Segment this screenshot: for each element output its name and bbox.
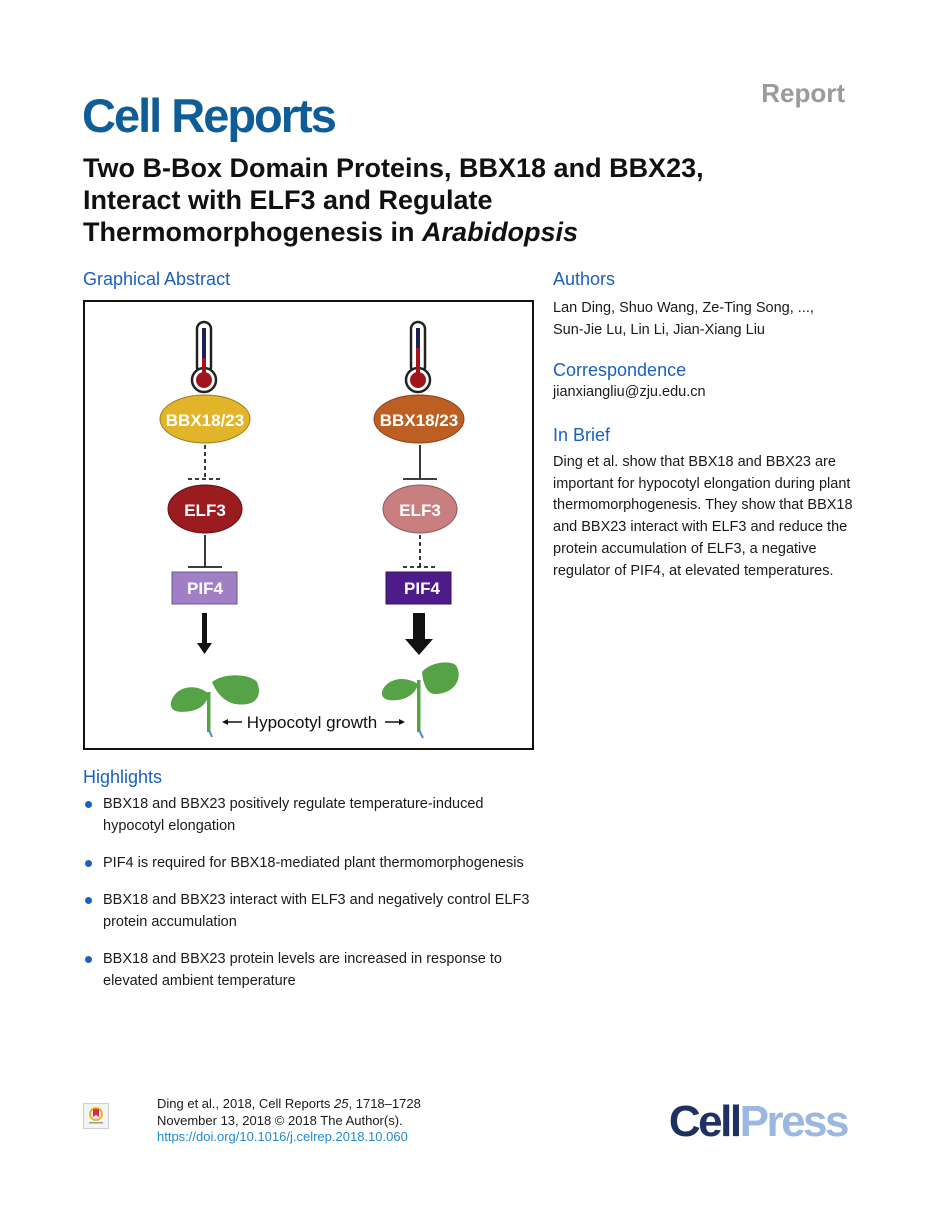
bbx-node-right <box>373 394 465 444</box>
doi-link[interactable]: https://doi.org/10.1016/j.celrep.2018.10… <box>157 1129 408 1144</box>
citation-journal: Ding et al., 2018, Cell Reports <box>157 1096 335 1111</box>
citation-volume: 25 <box>334 1096 349 1111</box>
seedling-icon-short <box>170 675 259 738</box>
correspondence-email[interactable]: jianxiangliu@zju.edu.cn <box>553 384 706 400</box>
highlight-text: BBX18 and BBX23 interact with ELF3 and n… <box>103 892 530 930</box>
authors-heading: Authors <box>553 269 616 289</box>
in-brief-heading: In Brief <box>553 425 611 445</box>
pif4-node-right <box>385 571 452 605</box>
citation-pages: , 1718–1728 <box>348 1096 421 1111</box>
highlights-list: BBX18 and BBX23 positively regulate temp… <box>83 793 543 1007</box>
left-pathway: BBX18/23 ELF3 PIF4 <box>159 320 259 738</box>
thick-arrow-icon <box>405 613 433 655</box>
article-type-label: Report <box>761 78 845 108</box>
in-brief-text: Ding et al. show that BBX18 and BBX23 ar… <box>553 454 853 579</box>
graphical-abstract-heading: Graphical Abstract <box>83 269 231 289</box>
highlights-heading: Highlights <box>83 767 163 787</box>
author-line-2[interactable]: Sun-Jie Lu, Lin Li, Jian-Xiang Liu <box>553 322 765 338</box>
article-title: Two B-Box Domain Proteins, BBX18 and BBX… <box>83 152 863 248</box>
title-line-1: Two B-Box Domain Proteins, BBX18 and BBX… <box>83 153 704 183</box>
graphical-abstract-figure: BBX18/23 ELF3 PIF4 <box>83 300 534 750</box>
elf3-node-left <box>167 484 243 534</box>
highlight-text: BBX18 and BBX23 positively regulate temp… <box>103 796 484 834</box>
thin-arrow-icon <box>197 613 212 654</box>
highlight-text: PIF4 is required for BBX18-mediated plan… <box>103 855 524 871</box>
bbx-label-left: BBX18/23 <box>166 411 244 430</box>
highlight-item: BBX18 and BBX23 positively regulate temp… <box>83 793 543 837</box>
cellpress-logo: CellPress <box>668 1097 850 1147</box>
citation-line-2: November 13, 2018 © 2018 The Author(s). <box>157 1112 403 1128</box>
pif4-label-left: PIF4 <box>187 579 223 598</box>
highlight-text: BBX18 and BBX23 protein levels are incre… <box>103 951 502 989</box>
citation-block: Ding et al., 2018, Cell Reports 25, 1718… <box>157 1096 421 1146</box>
title-line-3-text: Thermomorphogenesis in <box>83 217 423 247</box>
correspondence-heading: Correspondence <box>553 360 687 380</box>
growth-label: Hypocotyl growth <box>247 713 377 732</box>
author-list: Lan Ding, Shuo Wang, Ze-Ting Song, ..., … <box>553 297 853 341</box>
citation-line-1: Ding et al., 2018, Cell Reports 25, 1718… <box>157 1096 421 1113</box>
pif4-label-right: PIF4 <box>404 579 440 598</box>
title-line-2: Interact with ELF3 and Regulate <box>83 185 493 215</box>
highlight-item: BBX18 and BBX23 interact with ELF3 and n… <box>83 889 543 933</box>
bullet-icon <box>85 897 92 904</box>
cellpress-logo-cell: Cell <box>668 1097 742 1146</box>
right-arrowhead-icon <box>399 719 405 725</box>
elf3-label-left: ELF3 <box>184 501 226 520</box>
title-line-3: Thermomorphogenesis in Arabidopsis <box>83 216 863 248</box>
hypocotyl-growth-annotation: Hypocotyl growth <box>222 713 405 732</box>
cellpress-logo-press: Press <box>739 1097 850 1146</box>
highlight-item: PIF4 is required for BBX18-mediated plan… <box>83 852 543 874</box>
bbx-node-left <box>159 394 251 444</box>
right-pathway: BBX18/23 ELF3 PIF4 <box>373 320 465 739</box>
journal-logo: Cell Reports <box>82 89 337 142</box>
thermometer-icon <box>404 320 432 394</box>
elf3-label-right: ELF3 <box>399 501 441 520</box>
pif4-node-left <box>171 571 238 605</box>
author-line-1[interactable]: Lan Ding, Shuo Wang, Ze-Ting Song, ..., <box>553 300 814 316</box>
bullet-icon <box>85 801 92 808</box>
seedling-icon-tall <box>381 662 459 739</box>
bullet-icon <box>85 956 92 963</box>
thermometer-icon <box>190 320 218 394</box>
left-arrowhead-icon <box>222 719 228 725</box>
elf3-node-right <box>382 484 458 534</box>
bbx-label-right: BBX18/23 <box>380 411 458 430</box>
check-for-updates-icon[interactable] <box>83 1103 109 1129</box>
highlight-item: BBX18 and BBX23 protein levels are incre… <box>83 948 543 992</box>
bullet-icon <box>85 860 92 867</box>
title-species: Arabidopsis <box>422 217 579 247</box>
